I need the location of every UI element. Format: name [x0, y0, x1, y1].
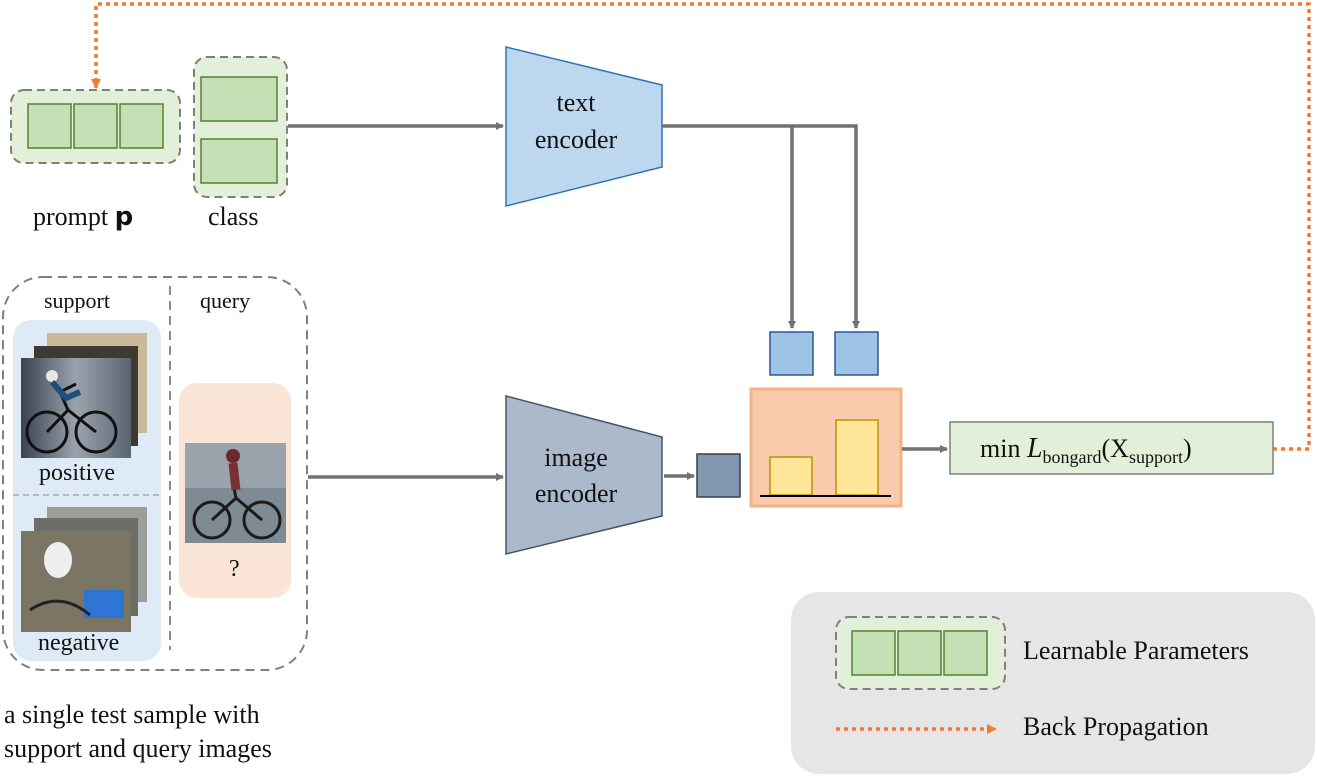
legend-learnable-label: Learnable Parameters: [1023, 636, 1249, 665]
query-header: query: [200, 288, 251, 313]
sample-caption-line-1: a single test sample with: [4, 700, 260, 729]
query-unknown-mark: ?: [229, 556, 240, 582]
loss-subscript: bongard: [1042, 447, 1102, 468]
negative-label: negative: [38, 630, 120, 656]
backprop-path: [91, 2, 1311, 451]
legend-panel: [791, 592, 1315, 774]
similarity-logits: [749, 387, 903, 508]
text-encoder-label-1: text: [556, 88, 596, 117]
text-feature-2: [834, 331, 879, 376]
loss-prefix: min: [980, 434, 1027, 463]
text-encoder-label-2: encoder: [534, 125, 618, 154]
text-encoder-block: [505, 46, 663, 207]
prompt-symbol: p: [114, 202, 134, 232]
arrow-text-to-feature-2: [792, 124, 860, 329]
image-encoder-label-1: image: [544, 443, 608, 472]
query-image: [185, 443, 286, 543]
loss-arg-open: (X: [1101, 434, 1129, 463]
positive-label: positive: [39, 460, 115, 486]
loss-box: [949, 421, 1274, 475]
image-encoder-label-2: encoder: [534, 479, 618, 508]
arrow-text-to-feature-1: [662, 124, 796, 329]
image-encoder-block: [505, 395, 663, 555]
prompt-parameters: [10, 89, 181, 164]
class-label: class: [208, 202, 259, 231]
text-feature-1: [769, 331, 814, 376]
image-feature: [696, 453, 741, 498]
positive-support-images: [21, 333, 147, 458]
sample-caption-line-2: support and query images: [4, 734, 272, 763]
class-tokens: [193, 56, 288, 198]
negative-support-images: [21, 507, 147, 632]
loss-arg-close: ): [1182, 434, 1192, 463]
loss-symbol: L: [1026, 433, 1043, 464]
prompt-label: prompt p: [33, 202, 134, 232]
legend-backprop-label: Back Propagation: [1023, 712, 1209, 741]
loss-formula: min Lbongard(Xsupport): [980, 433, 1192, 468]
support-header: support: [44, 288, 110, 313]
loss-arg-subscript: support: [1128, 447, 1183, 468]
